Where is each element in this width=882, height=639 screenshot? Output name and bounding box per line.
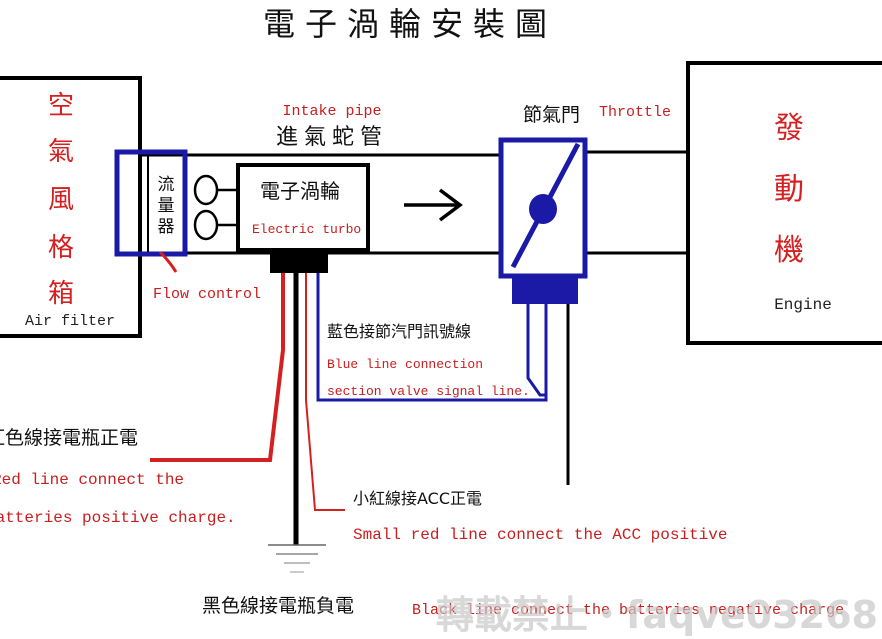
air-filter-cn-5: 箱 — [48, 279, 74, 309]
flow-sensor-red-wire — [158, 250, 178, 273]
small-red-acc-wire — [305, 273, 345, 511]
air-filter-cn-3: 風 — [48, 185, 74, 215]
black-line-cn-label: 黑色線接電瓶負電 — [202, 595, 354, 617]
flow-sensor-box — [114, 149, 188, 257]
intake-pipe-en-label: Intake pipe — [282, 103, 381, 120]
engine-cn-1: 發 — [774, 111, 804, 146]
black-line-en-label: Black line connect the batteries negativ… — [412, 602, 844, 619]
airflow-arrow-head — [438, 188, 463, 222]
red-line-cn-label: 紅色線接電瓶正電 — [0, 427, 138, 449]
electric-turbo-box — [236, 163, 370, 252]
electric-turbo-en-label: Electric turbo — [252, 222, 361, 237]
engine-cn-3: 機 — [774, 233, 804, 268]
blue-signal-wire — [526, 304, 548, 397]
red-line-en-label-2: batteries positive charge. — [0, 509, 236, 527]
flow-sensor-cn-1: 流 — [158, 175, 175, 195]
blue-line-cn-label: 藍色接節汽門訊號線 — [327, 322, 471, 341]
electric-turbo-cn-label: 電子渦輪 — [260, 179, 340, 203]
air-filter-en-label: Air filter — [25, 313, 115, 330]
blue-line-en-label-1: Blue line connection — [327, 357, 483, 372]
blue-signal-wire-to-turbo — [316, 273, 548, 402]
flow-sensor-cn-3: 器 — [158, 217, 175, 237]
air-filter-cn-1: 空 — [48, 91, 74, 121]
small-red-line-cn-label: 小紅線接ACC正電 — [353, 489, 482, 508]
turbo-fan-top — [193, 174, 219, 206]
blue-line-en-label-2: section valve signal line. — [327, 384, 530, 399]
air-filter-cn-4: 格 — [48, 233, 74, 263]
throttle-valve-pivot — [529, 194, 557, 224]
red-line-en-label-1: Red line connect the — [0, 471, 184, 489]
watermark: 轉載禁止・faqve03268 — [436, 593, 878, 637]
turbo-connector — [270, 249, 328, 273]
flow-control-label: Flow control — [153, 286, 261, 303]
throttle-cn-label: 節氣門 — [523, 104, 580, 126]
red-battery-wire — [150, 273, 285, 462]
flow-sensor-cn-2: 量 — [158, 196, 175, 216]
engine-en-label: Engine — [774, 296, 832, 314]
air-filter-cn-2: 氣 — [48, 137, 74, 167]
turbo-fan-bottom — [193, 209, 219, 241]
engine-cn-2: 動 — [774, 172, 804, 207]
throttle-sensor-plug — [512, 276, 578, 304]
intake-pipe-cn-label: 進氣蛇管 — [276, 125, 388, 150]
throttle-en-label: Throttle — [599, 104, 671, 121]
diagram-title: 電子渦輪安裝圖 — [263, 5, 557, 43]
engine-box — [686, 61, 882, 345]
small-red-line-en-label: Small red line connect the ACC positive — [353, 526, 727, 544]
